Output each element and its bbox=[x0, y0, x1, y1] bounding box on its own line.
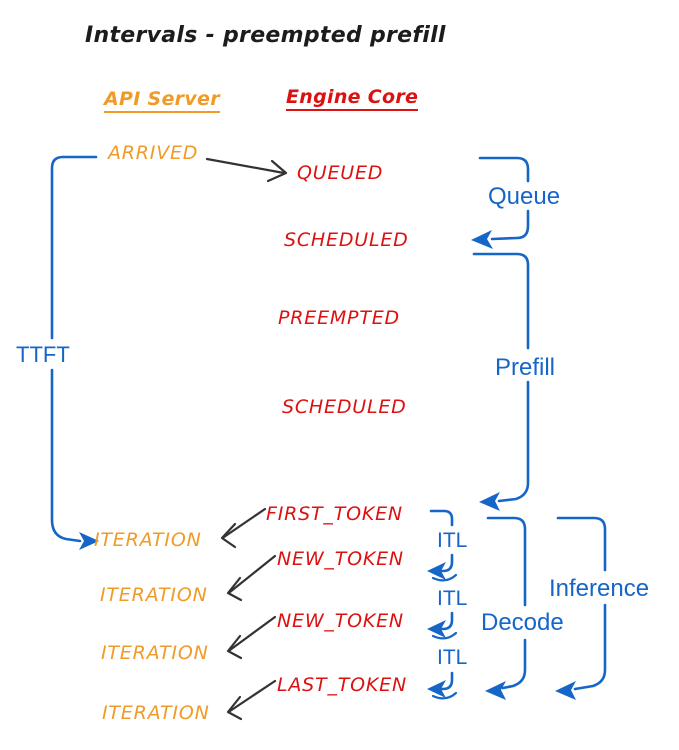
event-iteration-4: ITERATION bbox=[102, 702, 210, 724]
event-first-token: FIRST_TOKEN bbox=[266, 503, 403, 525]
queue-bracket bbox=[478, 156, 530, 241]
event-new-token-1: NEW_TOKEN bbox=[277, 548, 404, 570]
ttft-arrowhead-icon bbox=[79, 532, 99, 550]
inference-bracket bbox=[556, 516, 607, 691]
event-iteration-3: ITERATION bbox=[101, 642, 209, 664]
event-new-token-2: NEW_TOKEN bbox=[277, 610, 404, 632]
arrow-arrived-to-queued bbox=[205, 157, 288, 183]
interval-label-inference: Inference bbox=[549, 575, 650, 602]
itl-arrowhead-3-icon bbox=[427, 680, 446, 698]
prefill-arrowhead-icon bbox=[479, 492, 500, 511]
queue-arrowhead-icon bbox=[471, 230, 493, 249]
event-arrived: ARRIVED bbox=[108, 142, 199, 164]
inference-arrowhead-icon bbox=[555, 681, 576, 700]
ttft-bracket bbox=[50, 155, 98, 543]
decode-bracket bbox=[486, 516, 527, 690]
column-header-engine-core: Engine Core bbox=[286, 86, 419, 111]
interval-label-ttft: TTFT bbox=[16, 342, 70, 367]
arrow-new-token-to-iteration bbox=[226, 554, 277, 602]
interval-label-itl-1: ITL bbox=[437, 529, 468, 552]
interval-label-itl-3: ITL bbox=[437, 646, 468, 669]
event-preempted: PREEMPTED bbox=[278, 307, 400, 329]
arrow-new-token-2-to-iteration bbox=[226, 615, 277, 660]
itl-brackets bbox=[429, 509, 458, 700]
event-scheduled-2: SCHEDULED bbox=[282, 396, 407, 418]
interval-label-decode: Decode bbox=[481, 609, 564, 636]
event-iteration-1: ITERATION bbox=[94, 529, 202, 551]
event-queued: QUEUED bbox=[297, 162, 384, 184]
interval-label-queue: Queue bbox=[488, 183, 561, 210]
itl-arrowhead-2-icon bbox=[427, 620, 446, 638]
prefill-bracket bbox=[472, 252, 530, 503]
interval-label-prefill: Prefill bbox=[495, 354, 556, 381]
event-iteration-2: ITERATION bbox=[100, 584, 208, 606]
event-last-token: LAST_TOKEN bbox=[277, 674, 407, 696]
interval-label-itl-2: ITL bbox=[437, 587, 468, 610]
event-scheduled-1: SCHEDULED bbox=[284, 229, 409, 251]
itl-arrowhead-1-icon bbox=[427, 562, 446, 580]
arrow-first-token-to-iteration bbox=[220, 507, 267, 549]
arrow-last-token-to-iteration bbox=[226, 679, 277, 721]
page-title: Intervals - preempted prefill bbox=[85, 23, 446, 48]
decode-arrowhead-icon bbox=[485, 681, 506, 700]
column-header-api-server: API Server bbox=[104, 88, 220, 113]
